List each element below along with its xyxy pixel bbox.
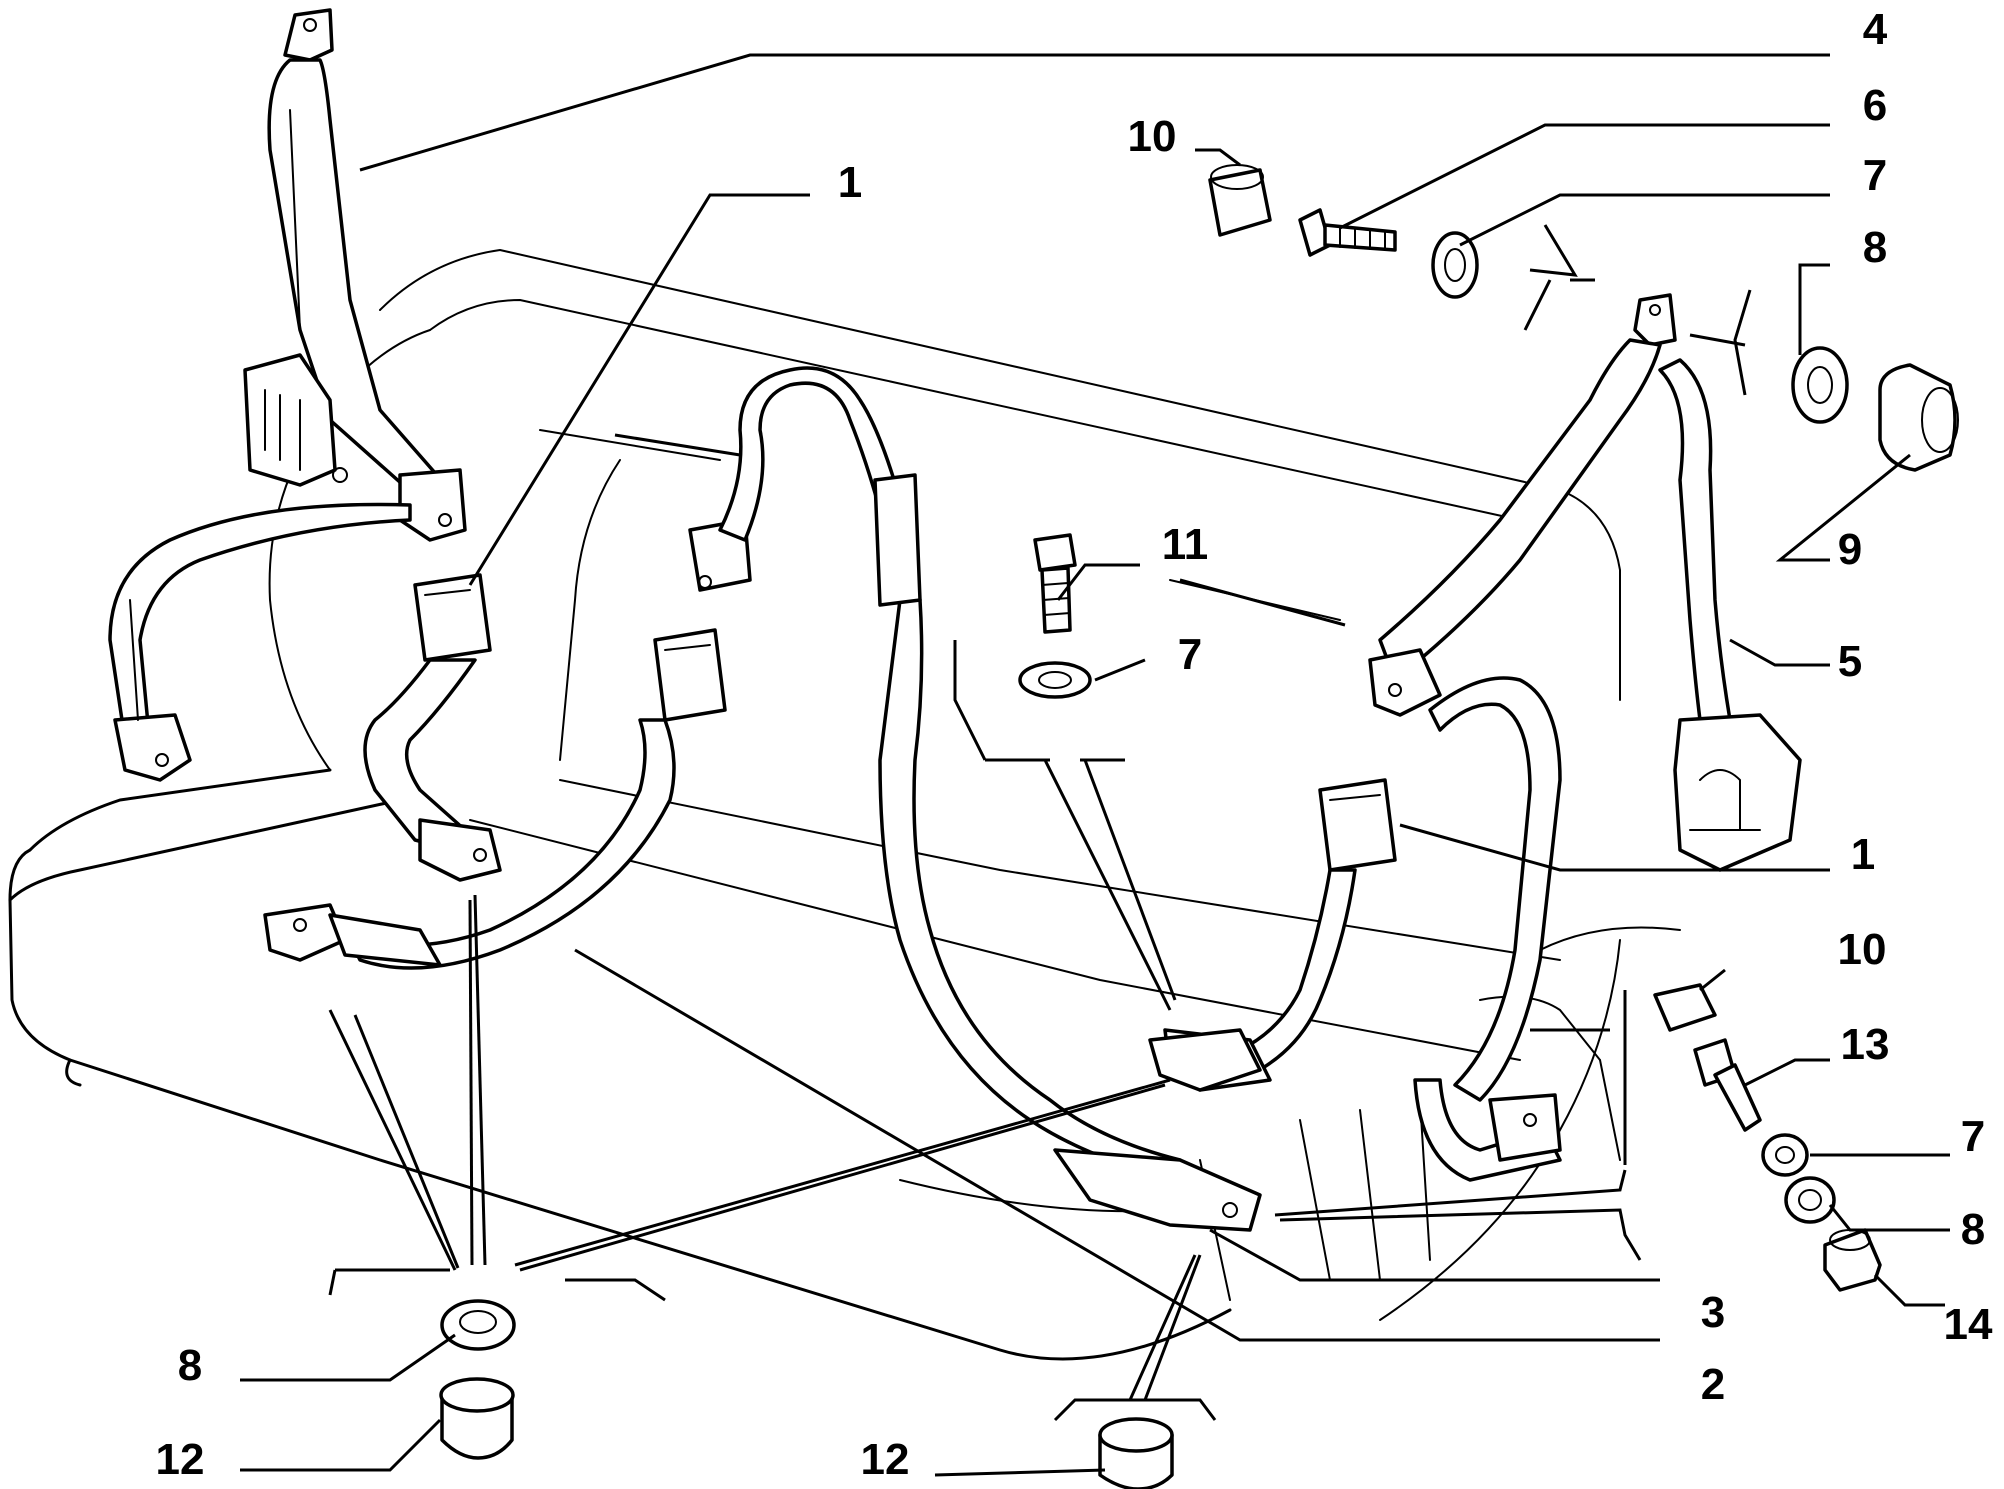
callout-2: 2 bbox=[1700, 1360, 1726, 1409]
callout-1-right: 1 bbox=[1850, 830, 1876, 879]
center-long-belt bbox=[688, 366, 1262, 1232]
callout-7-mid: 7 bbox=[1177, 630, 1203, 679]
callout-3: 3 bbox=[1700, 1288, 1726, 1337]
callout-13: 13 bbox=[1840, 1020, 1890, 1069]
washer-8-top bbox=[1791, 346, 1849, 424]
center-lap-belt bbox=[263, 628, 727, 970]
callout-7-top: 7 bbox=[1862, 151, 1888, 200]
callout-5: 5 bbox=[1837, 637, 1863, 686]
left-retractor-belt bbox=[108, 8, 467, 782]
callout-8-top: 8 bbox=[1862, 223, 1888, 272]
spacer-9 bbox=[1878, 363, 1957, 472]
callout-10-top: 10 bbox=[1127, 112, 1177, 161]
bolt-shank-6 bbox=[1323, 223, 1397, 252]
callout-10-bottom: 10 bbox=[1837, 925, 1887, 974]
callout-9: 9 bbox=[1837, 525, 1863, 574]
callout-12-center: 12 bbox=[860, 1435, 910, 1484]
callout-1-left: 1 bbox=[837, 158, 863, 207]
callout-8-left: 8 bbox=[177, 1341, 203, 1390]
left-buckle bbox=[363, 573, 502, 882]
washer-7-mid bbox=[1018, 661, 1092, 699]
bushing-14 bbox=[1823, 1228, 1882, 1292]
toothed-washer-7-top bbox=[1431, 231, 1479, 299]
right-retractor-belt bbox=[1368, 293, 1802, 1182]
hardware-top bbox=[1018, 164, 1959, 699]
grouping-brackets bbox=[328, 224, 1752, 1422]
callout-7-bottom: 7 bbox=[1960, 1112, 1986, 1161]
spacer-10-bottom bbox=[1653, 983, 1717, 1032]
hardware-bottom bbox=[439, 1299, 1174, 1489]
callout-11: 11 bbox=[1161, 520, 1209, 569]
callout-4: 4 bbox=[1862, 5, 1888, 54]
washer-7-bottom bbox=[1761, 1133, 1809, 1177]
bolt-head-11 bbox=[1033, 533, 1077, 572]
anchor-brackets bbox=[1148, 1028, 1262, 1092]
callout-6: 6 bbox=[1862, 81, 1888, 130]
bolt-shank-13 bbox=[1713, 1063, 1762, 1132]
hardware-bottom-right bbox=[1653, 983, 1882, 1292]
spacer-10-top bbox=[1208, 168, 1272, 237]
callout-12-left: 12 bbox=[155, 1435, 205, 1484]
leader-lines bbox=[240, 53, 1950, 1477]
washer-8-bottom-left bbox=[440, 1299, 516, 1351]
callout-8-bottom: 8 bbox=[1960, 1205, 1986, 1254]
washer-8-bottom bbox=[1784, 1176, 1836, 1224]
callout-14: 14 bbox=[1943, 1300, 1993, 1349]
